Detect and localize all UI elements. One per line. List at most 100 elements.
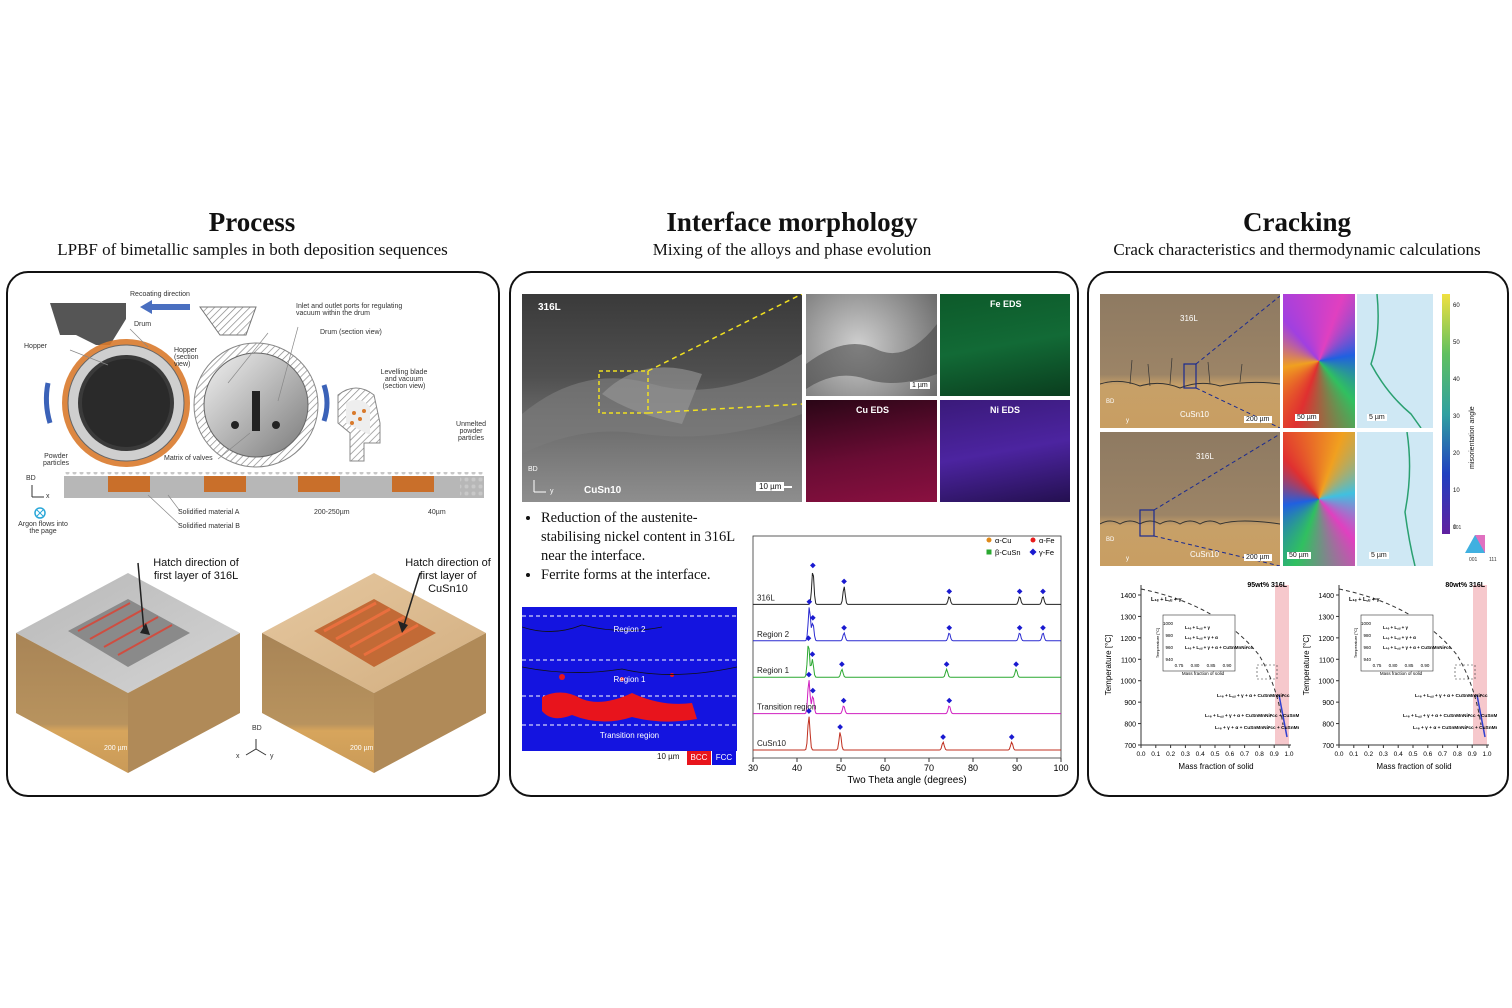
ebsd-region1: Region 1 [613,675,646,684]
peak-marker [946,588,953,595]
peak-marker [841,624,847,631]
peak-marker [810,562,816,569]
peak-marker [946,697,953,704]
x-tick-label: 0.2 [1364,751,1373,758]
inset-frame [1162,614,1236,672]
process-schematic [16,300,486,773]
bd-label: BD [26,475,36,482]
y-tick-label: 700 [1322,743,1334,750]
y-tick-label: 1300 [1318,614,1334,621]
x-tick-label: 30 [748,763,758,773]
phase-label: L₁ₑ + L꜀ᵤ + γ [1151,597,1183,603]
y-tick-label: 900 [1124,700,1136,707]
cracking-subtitle: Crack characteristics and thermodynamic … [1113,240,1481,259]
legend-label: α-Fe [1039,536,1055,545]
inset-x-tick: 0.90 [1421,663,1430,668]
inset-x-label: Mass fraction of solid [1380,671,1423,676]
fe-eds-map: Fe EDS [940,294,1070,396]
findings-list: Reduction of the austenite-stabilising n… [511,509,751,585]
unmelted-label: Unmelted powder particles [456,421,486,442]
recoating-arrow [140,300,190,314]
inset-zoom-box [1454,664,1476,680]
inlet-label: Inlet and outlet ports for regulating va… [296,303,403,317]
peak-marker [840,697,847,704]
colorbar-tick-label: 50 [1453,340,1460,346]
y-axis-label: Temperature [°C] [1104,635,1113,696]
series-line [753,572,1061,605]
x-tick-label: 0.1 [1349,751,1358,758]
x-tick-label: 0.0 [1334,751,1343,758]
cracking-panel: 316L CuSn10 200 µm BD y 50 µm 5 µm 316L … [1087,271,1509,797]
peak-marker [1016,624,1023,631]
y-tick-label: 900 [1322,700,1334,707]
solidification-curve [1140,588,1284,726]
peak-marker [841,578,847,585]
brittle-band [1275,585,1289,745]
peak-marker [1040,588,1046,595]
x-tick-label: 0.8 [1255,751,1264,758]
chart-title: 95wt% 316L [1247,582,1287,589]
hopper-label: Hopper [24,343,47,350]
inset-y-tick: 980 [1363,633,1371,638]
series-line [753,716,1061,751]
phase-label: L₁ₑ + γ + α + CuSnMnNiꜰcc + CuSnMnꜰcc [1215,725,1299,731]
dim2-label: 40µm [428,509,446,516]
misorientation-colorbar [1442,294,1450,534]
om-top-y: y [1126,418,1129,424]
cu-eds-map: Cu EDS [806,400,937,502]
phase-label: L₁ₑ + L꜀ᵤ + γ + α [1185,635,1218,640]
x-tick-label: 0.6 [1423,751,1432,758]
kam-bottom: 5 µm [1357,431,1433,567]
peak-marker [1008,734,1015,740]
legend-marker [1030,537,1036,543]
legend-label: β-CuSn [995,548,1021,557]
kam-top: 5 µm [1357,293,1433,429]
ipf-bottom-scale: 50 µm [1287,552,1311,559]
y-tick-label: 800 [1124,722,1136,729]
kam-bottom-scale: 5 µm [1369,552,1389,559]
inset-y-label: Temperature [°C] [1155,628,1160,658]
inset-x-tick: 0.85 [1405,663,1414,668]
sem-zoom: 1 µm [806,294,937,396]
peak-marker [1013,661,1019,668]
series-label: Region 1 [757,666,790,675]
block-cusn10 [262,572,486,773]
peak-marker [809,651,816,658]
x-tick-label: 1.0 [1284,751,1293,758]
peak-marker [946,624,953,631]
om-top: 316L CuSn10 200 µm BD y [1100,294,1280,428]
x-tick-label: 0.7 [1438,751,1447,758]
x-tick-label: 0.1 [1151,751,1160,758]
series-label: 316L [757,593,775,602]
x-axis-label: Mass fraction of solid [1178,762,1253,771]
x-tick-label: 80 [968,763,978,773]
inset-x-tick: 0.75 [1373,663,1382,668]
peak-marker [940,734,946,740]
recoating-label: Recoating direction [130,291,190,298]
axes-x: x [236,753,240,760]
x-tick-label: 0.0 [1136,751,1145,758]
x-tick-label: 1.0 [1482,751,1491,758]
x-tick-label: 0.6 [1225,751,1234,758]
zoom-scale: 1 µm [910,382,930,389]
x-tick-label: 0.4 [1394,751,1403,758]
ni-eds-map: Ni EDS [940,400,1070,502]
inset-y-tick: 940 [1363,657,1371,662]
x-tick-label: 70 [924,763,934,773]
inset-x-label: Mass fraction of solid [1182,671,1225,676]
phase-label: L₁ₑ + L꜀ᵤ + γ + α + CuSnMnNiꜰcc [1217,693,1290,699]
sem-y: y [550,488,554,495]
block-316l [16,562,240,773]
om-bottom-316l: 316L [1196,452,1214,461]
x-tick-label: 0.3 [1379,751,1388,758]
sem-scale: 10 µm [756,482,785,491]
series-line [753,607,1061,642]
peak-marker [1016,588,1023,595]
solid-a-label: Solidified material A [178,509,240,516]
x-tick-label: 50 [836,763,846,773]
peak-marker [837,724,843,730]
om-top-316l: 316L [1180,314,1198,323]
axes-y: y [270,753,274,760]
x-axis-label: Mass fraction of solid [1376,762,1451,771]
